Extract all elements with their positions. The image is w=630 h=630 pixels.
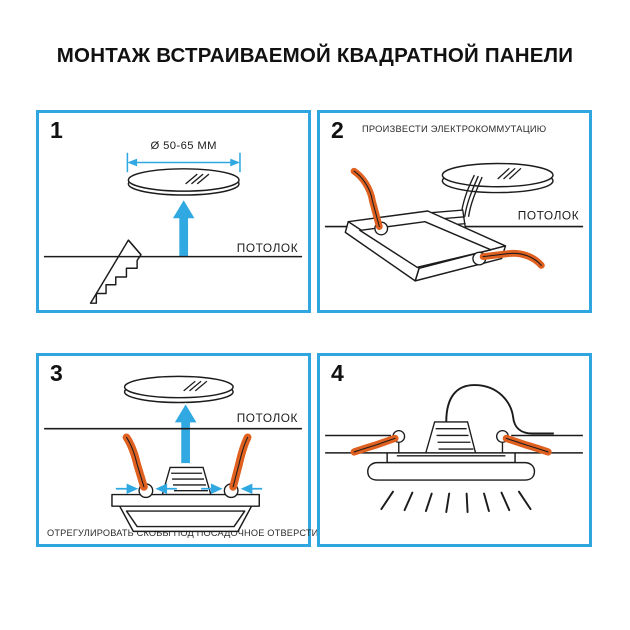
step-2-illustration: ПОТОЛОК: [324, 162, 584, 282]
round-panel-disc-icon: [127, 168, 240, 196]
step-panel-2: 2 ПРОИЗВЕСТИ ЭЛЕКТРОКОММУТАЦИЮ ПОТОЛОК: [317, 110, 592, 313]
spring-clip-icon: [223, 433, 252, 499]
adjust-arrow-icon: [115, 483, 263, 494]
step-drill-bit-icon: [89, 239, 142, 304]
step-1-illustration: Ø 50-65 ММ ПОТОЛОК: [43, 140, 303, 304]
step-number-3: 3: [50, 360, 63, 386]
ceiling-label-3: ПОТОЛОК: [237, 411, 298, 425]
spring-clip-icon: [350, 429, 406, 456]
page-title: МОНТАЖ ВСТРАИВАЕМОЙ КВАДРАТНОЙ ПАНЕЛИ: [56, 44, 574, 67]
dimension-arrow-left-head: [127, 158, 138, 167]
ceiling-label-1: ПОТОЛОК: [237, 241, 298, 255]
step-number-2: 2: [331, 117, 344, 143]
driver-box-icon: [161, 466, 212, 496]
step-2-header: ПРОИЗВЕСТИ ЭЛЕКТРОКОММУТАЦИЮ: [362, 124, 547, 134]
step-panel-4: 4: [317, 353, 592, 547]
spring-clip-icon: [472, 249, 545, 269]
diameter-label: Ø 50-65 ММ: [150, 140, 216, 152]
step-panel-1: 1 Ø 50-65 ММ: [36, 110, 311, 313]
round-panel-disc-icon: [441, 162, 554, 194]
installed-panel-icon: [367, 452, 536, 481]
step-3-caption: ОТРЕГУЛИРОВАТЬ СКОБЫ ПОД ПОСАДОЧНОЕ ОТВЕ…: [47, 528, 325, 538]
step-panel-3: 3 ОТРЕГУЛИРОВАТЬ СКОБЫ ПОД ПОСАДОЧНОЕ ОТ…: [36, 353, 325, 547]
round-panel-disc-icon: [123, 375, 234, 404]
step-number-4: 4: [331, 360, 344, 386]
step-3-illustration: ПОТОЛОК: [44, 375, 302, 533]
light-rays-icon: [380, 490, 532, 513]
up-arrow-icon: [173, 402, 199, 465]
spring-clip-icon: [122, 433, 154, 499]
driver-box-icon: [424, 421, 478, 457]
square-panel-icon: [344, 210, 507, 282]
square-panel-icon: [111, 493, 260, 533]
spring-clip-icon: [350, 167, 389, 236]
dimension-arrow-right-head: [230, 158, 240, 167]
spring-clip-icon: [495, 429, 552, 456]
step-4-illustration: [325, 384, 583, 513]
ceiling-label-2: ПОТОЛОК: [518, 209, 579, 223]
steps-grid: 1 Ø 50-65 ММ: [36, 110, 592, 547]
up-arrow-icon: [171, 198, 197, 258]
dimension-arrow-icon: [126, 152, 241, 173]
step-number-1: 1: [50, 117, 63, 143]
wire-icon: [445, 384, 554, 435]
